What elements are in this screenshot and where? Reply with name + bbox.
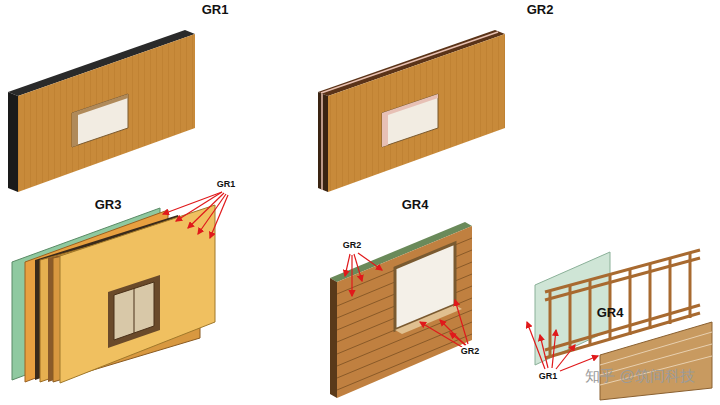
callout-label: GR1 <box>538 372 559 382</box>
figure-title: GR3 <box>95 198 122 212</box>
callout-label: GR1 <box>216 180 237 190</box>
figure-title: GR4 <box>402 198 429 212</box>
gr1-wall <box>8 30 195 192</box>
gr4-wall <box>330 222 472 398</box>
callout-arrows <box>163 192 598 371</box>
gr3-layers <box>12 205 215 383</box>
callout-label: GR2 <box>342 241 363 251</box>
figure-title: GR1 <box>202 3 229 17</box>
watermark: 知乎 @筑间科技 <box>585 368 694 385</box>
figure-title: GR2 <box>527 3 554 17</box>
figure-title: GR4 <box>597 306 624 320</box>
gr2-wall <box>318 30 505 192</box>
gr4-frame <box>535 250 712 400</box>
callout-label: GR2 <box>460 347 481 357</box>
